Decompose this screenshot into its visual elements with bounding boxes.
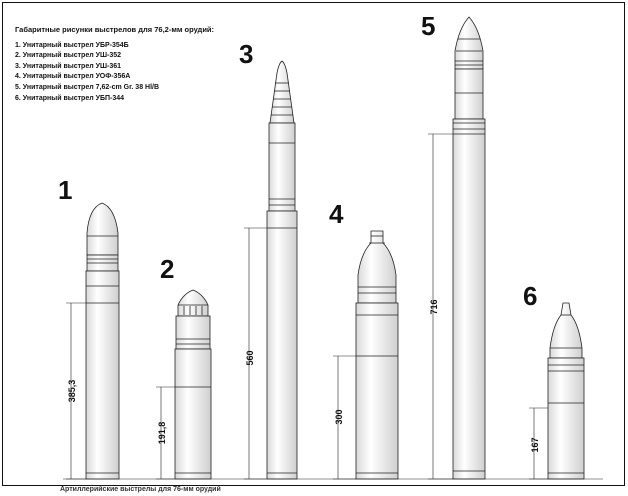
round-3-projectile-body	[268, 122, 296, 212]
round-1-projectile	[86, 202, 119, 256]
round-2	[174, 289, 212, 480]
legend-item: 4. Унитарный выстрел УОФ-356А	[15, 73, 131, 81]
round-3	[266, 60, 298, 480]
round-4-case	[355, 302, 399, 480]
round-3-projectile-nose	[269, 60, 295, 124]
round-4-number: 4	[329, 199, 344, 229]
round-1-number: 1	[58, 175, 72, 205]
round-6	[547, 302, 585, 480]
round-2-case	[174, 348, 212, 480]
round-5-dimension-label: 716	[429, 299, 439, 314]
legend-item: 5. Унитарный выстрел 7,62-cm Gr. 38 Hl/B	[15, 83, 160, 91]
legend-list: 1. Унитарный выстрел УБР-354Б 2. Унитарн…	[15, 41, 214, 105]
round-2-projectile	[177, 289, 209, 317]
round-6-projectile	[549, 302, 583, 359]
round-5-number: 5	[421, 11, 435, 41]
round-5-case	[452, 118, 486, 480]
round-3-case	[266, 210, 298, 480]
round-6-number: 6	[523, 281, 537, 311]
round-1-dimension-label: 385,3	[67, 380, 77, 403]
legend-item: 1. Унитарный выстрел УБР-354Б	[15, 41, 129, 49]
rounds-drawing: 1 385,3 2 191,8	[58, 11, 603, 480]
round-6-dimension-label: 167	[530, 437, 540, 452]
round-2-dimension-label: 191,8	[157, 422, 167, 445]
round-2-body	[175, 315, 211, 350]
round-1-case	[85, 270, 120, 480]
round-6-case	[547, 357, 585, 480]
round-4-projectile	[357, 230, 397, 304]
legend-item: 6. Унитарный выстрел УБП-344	[15, 94, 125, 102]
round-2-number: 2	[160, 254, 174, 284]
round-3-number: 3	[239, 39, 253, 69]
round-5-projectile-nose	[454, 16, 484, 70]
caption: Артиллерийские выстрелы для 76-мм орудий	[60, 486, 221, 493]
drawing-frame: Габаритные рисунки выстрелов для 76,2-мм…	[2, 2, 625, 486]
round-4	[355, 230, 399, 480]
round-4-dimension-label: 300	[334, 409, 344, 424]
round-1	[85, 202, 120, 480]
round-5	[452, 16, 486, 480]
legend-title: Габаритные рисунки выстрелов для 76,2-мм…	[15, 25, 215, 34]
round-3-dimension-label: 560	[245, 350, 255, 365]
legend-item: 3. Унитарный выстрел УШ-361	[15, 62, 122, 70]
legend: Габаритные рисунки выстрелов для 76,2-мм…	[15, 25, 214, 104]
round-5-projectile-body	[454, 68, 484, 120]
legend-item: 2. Унитарный выстрел УШ-352	[15, 52, 122, 60]
